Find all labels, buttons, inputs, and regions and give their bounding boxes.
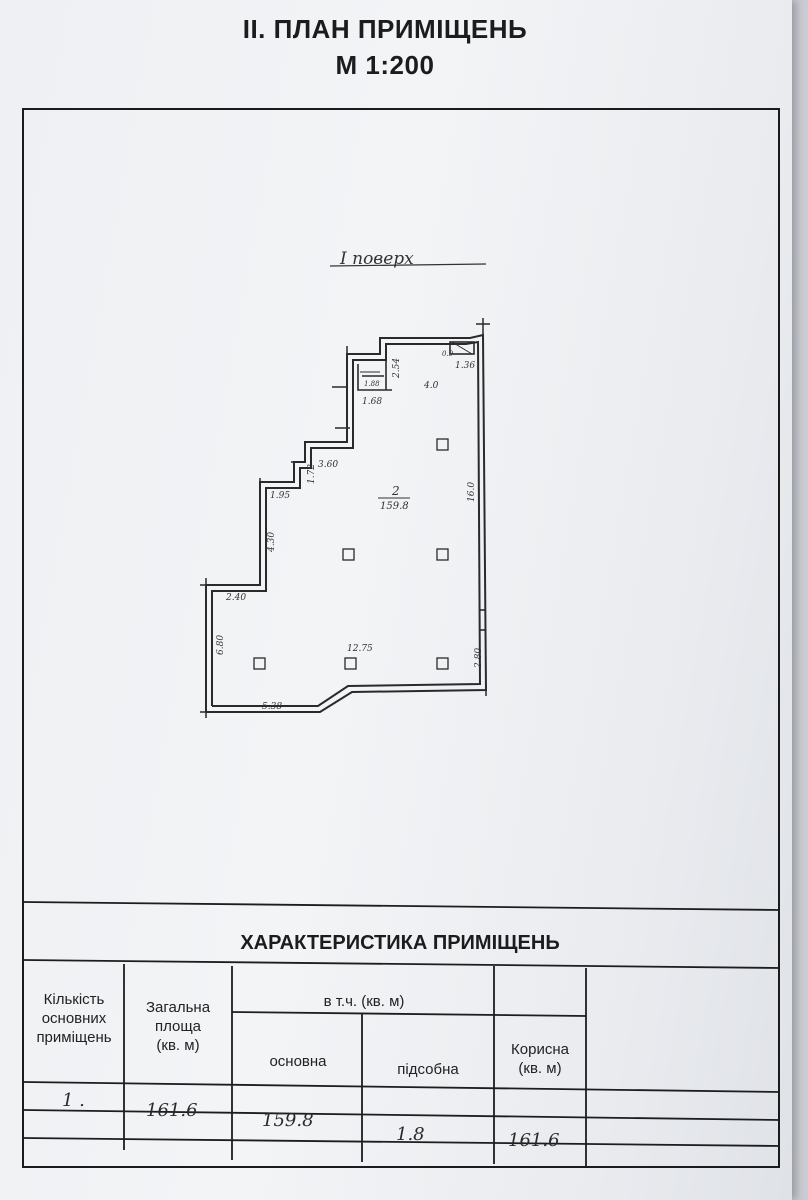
value-main-area: 159.8 [262, 1110, 314, 1131]
plan-partitions [357, 341, 486, 631]
dimension-label: 1.88 [364, 380, 380, 388]
header-count: Кількість основних приміщень [26, 990, 122, 1047]
dimension-label: 4.30 [267, 532, 277, 553]
dimension-label: 5.38 [262, 702, 282, 712]
scale-label: М 1:200 [335, 50, 435, 80]
dimension-label: 2.54 [392, 358, 402, 379]
dimension-label: 12.75 [347, 644, 373, 654]
header-aux-area: підсобна [397, 1061, 459, 1078]
room-number: 2 [391, 484, 400, 498]
column [253, 657, 266, 670]
value-useful-area: 161.6 [508, 1130, 560, 1151]
columns [253, 438, 449, 670]
dimension-label: 1.36 [455, 361, 475, 371]
characteristics-title: ХАРАКТЕРИСТИКА ПРИМІЩЕНЬ [240, 932, 560, 954]
axis-ticks [200, 318, 490, 718]
column [436, 438, 449, 451]
column [344, 657, 357, 670]
document-title: II. ПЛАН ПРИМІЩЕНЬ [242, 14, 528, 44]
dimension-label: 16.0 [467, 482, 477, 502]
column [436, 657, 449, 670]
dimension-label: 0.9 [442, 350, 454, 358]
floor-label-underline [329, 263, 487, 267]
header-including: в т.ч. (кв. м) [323, 993, 405, 1010]
header-total-line: (кв. м) [156, 1037, 200, 1054]
dimension-label: 3.60 [318, 460, 338, 470]
header-total-line: площа [154, 1018, 202, 1035]
dimension-label: 4.0 [423, 381, 439, 391]
header-useful-area: Корисна (кв. м) [496, 1040, 584, 1078]
dimension-label: 6.80 [216, 635, 226, 655]
header-total-area: Загальна площа (кв. м) [126, 998, 230, 1055]
value-aux-area: 1.8 [396, 1124, 425, 1145]
header-main-area: основна [269, 1053, 327, 1070]
header-useful-line: Корисна [511, 1041, 569, 1058]
dimension-label: 2.80 [474, 648, 484, 669]
dimension-label: 2.40 [225, 593, 246, 603]
drawing-frame [22, 108, 780, 1168]
dimension-labels: 2.54 1.36 4.0 1.68 1.88 0.9 3.60 1.72 1.… [216, 350, 484, 712]
dimension-label: 1.68 [362, 397, 382, 407]
header-count-line: приміщень [36, 1029, 112, 1046]
value-count: 1 . [62, 1090, 85, 1111]
dimension-label: 1.95 [270, 491, 290, 501]
value-total-area: 161.6 [146, 1100, 198, 1121]
column [436, 548, 449, 561]
header-total-line: Загальна [145, 999, 211, 1016]
characteristics-table-grid [23, 901, 781, 1166]
header-count-line: основних [41, 1010, 107, 1027]
room-area: 159.8 [380, 501, 409, 512]
column [342, 548, 355, 561]
dimension-label: 1.72 [307, 464, 317, 484]
header-useful-line: (кв. м) [518, 1060, 562, 1077]
plan-outline [205, 333, 488, 713]
floor-label: І поверх [339, 249, 414, 269]
header-count-line: Кількість [43, 991, 105, 1008]
